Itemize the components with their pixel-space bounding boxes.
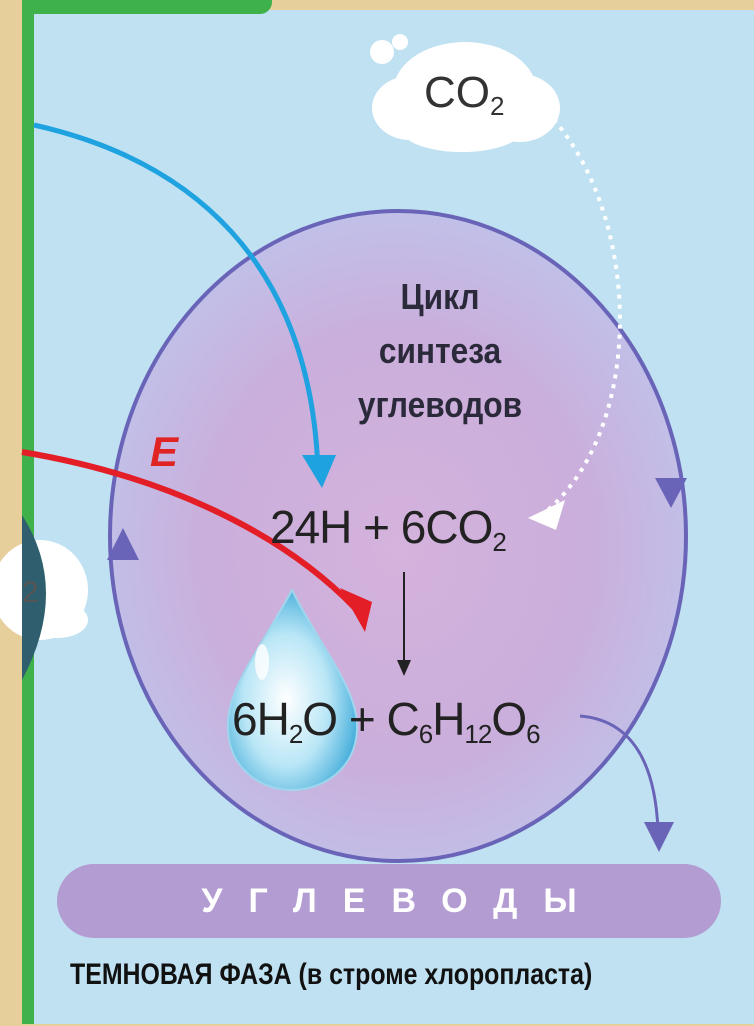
output-arrowhead xyxy=(644,822,674,852)
left-green-border xyxy=(22,10,34,1024)
reaction-down-arrowhead xyxy=(397,660,411,676)
blue-arrow xyxy=(33,122,321,471)
output-arrow xyxy=(579,714,660,831)
cycle-arrowhead-right xyxy=(655,478,687,508)
left-globe-fragment xyxy=(22,515,46,680)
top-green-tab xyxy=(22,0,272,14)
water-drop xyxy=(226,587,359,792)
water-drop-highlight xyxy=(255,644,269,680)
banner-label: УГЛЕВОДЫ xyxy=(201,881,603,920)
equation-products: 6H2O + C6H12O6 xyxy=(232,693,541,749)
carbohydrates-banner: УГЛЕВОДЫ xyxy=(57,864,721,938)
blue-arrowhead xyxy=(302,455,336,488)
energy-label: E xyxy=(150,428,179,475)
co2-cloud xyxy=(370,34,560,152)
side-cloud-digit: 2 xyxy=(22,576,39,609)
footer-caption: ТЕМНОВАЯ ФАЗА (в строме хлоропласта) xyxy=(70,958,593,991)
equation-reactants: 24H + 6CO2 xyxy=(270,501,507,557)
red-arrowhead xyxy=(340,588,372,632)
cycle-title: Цикл синтеза углеводов xyxy=(357,276,523,425)
co2-dotted-arrowhead xyxy=(528,500,565,530)
red-arrow xyxy=(21,449,358,611)
cycle-arrowhead-left xyxy=(107,528,139,560)
co2-cloud-label: CO2 xyxy=(424,68,505,121)
